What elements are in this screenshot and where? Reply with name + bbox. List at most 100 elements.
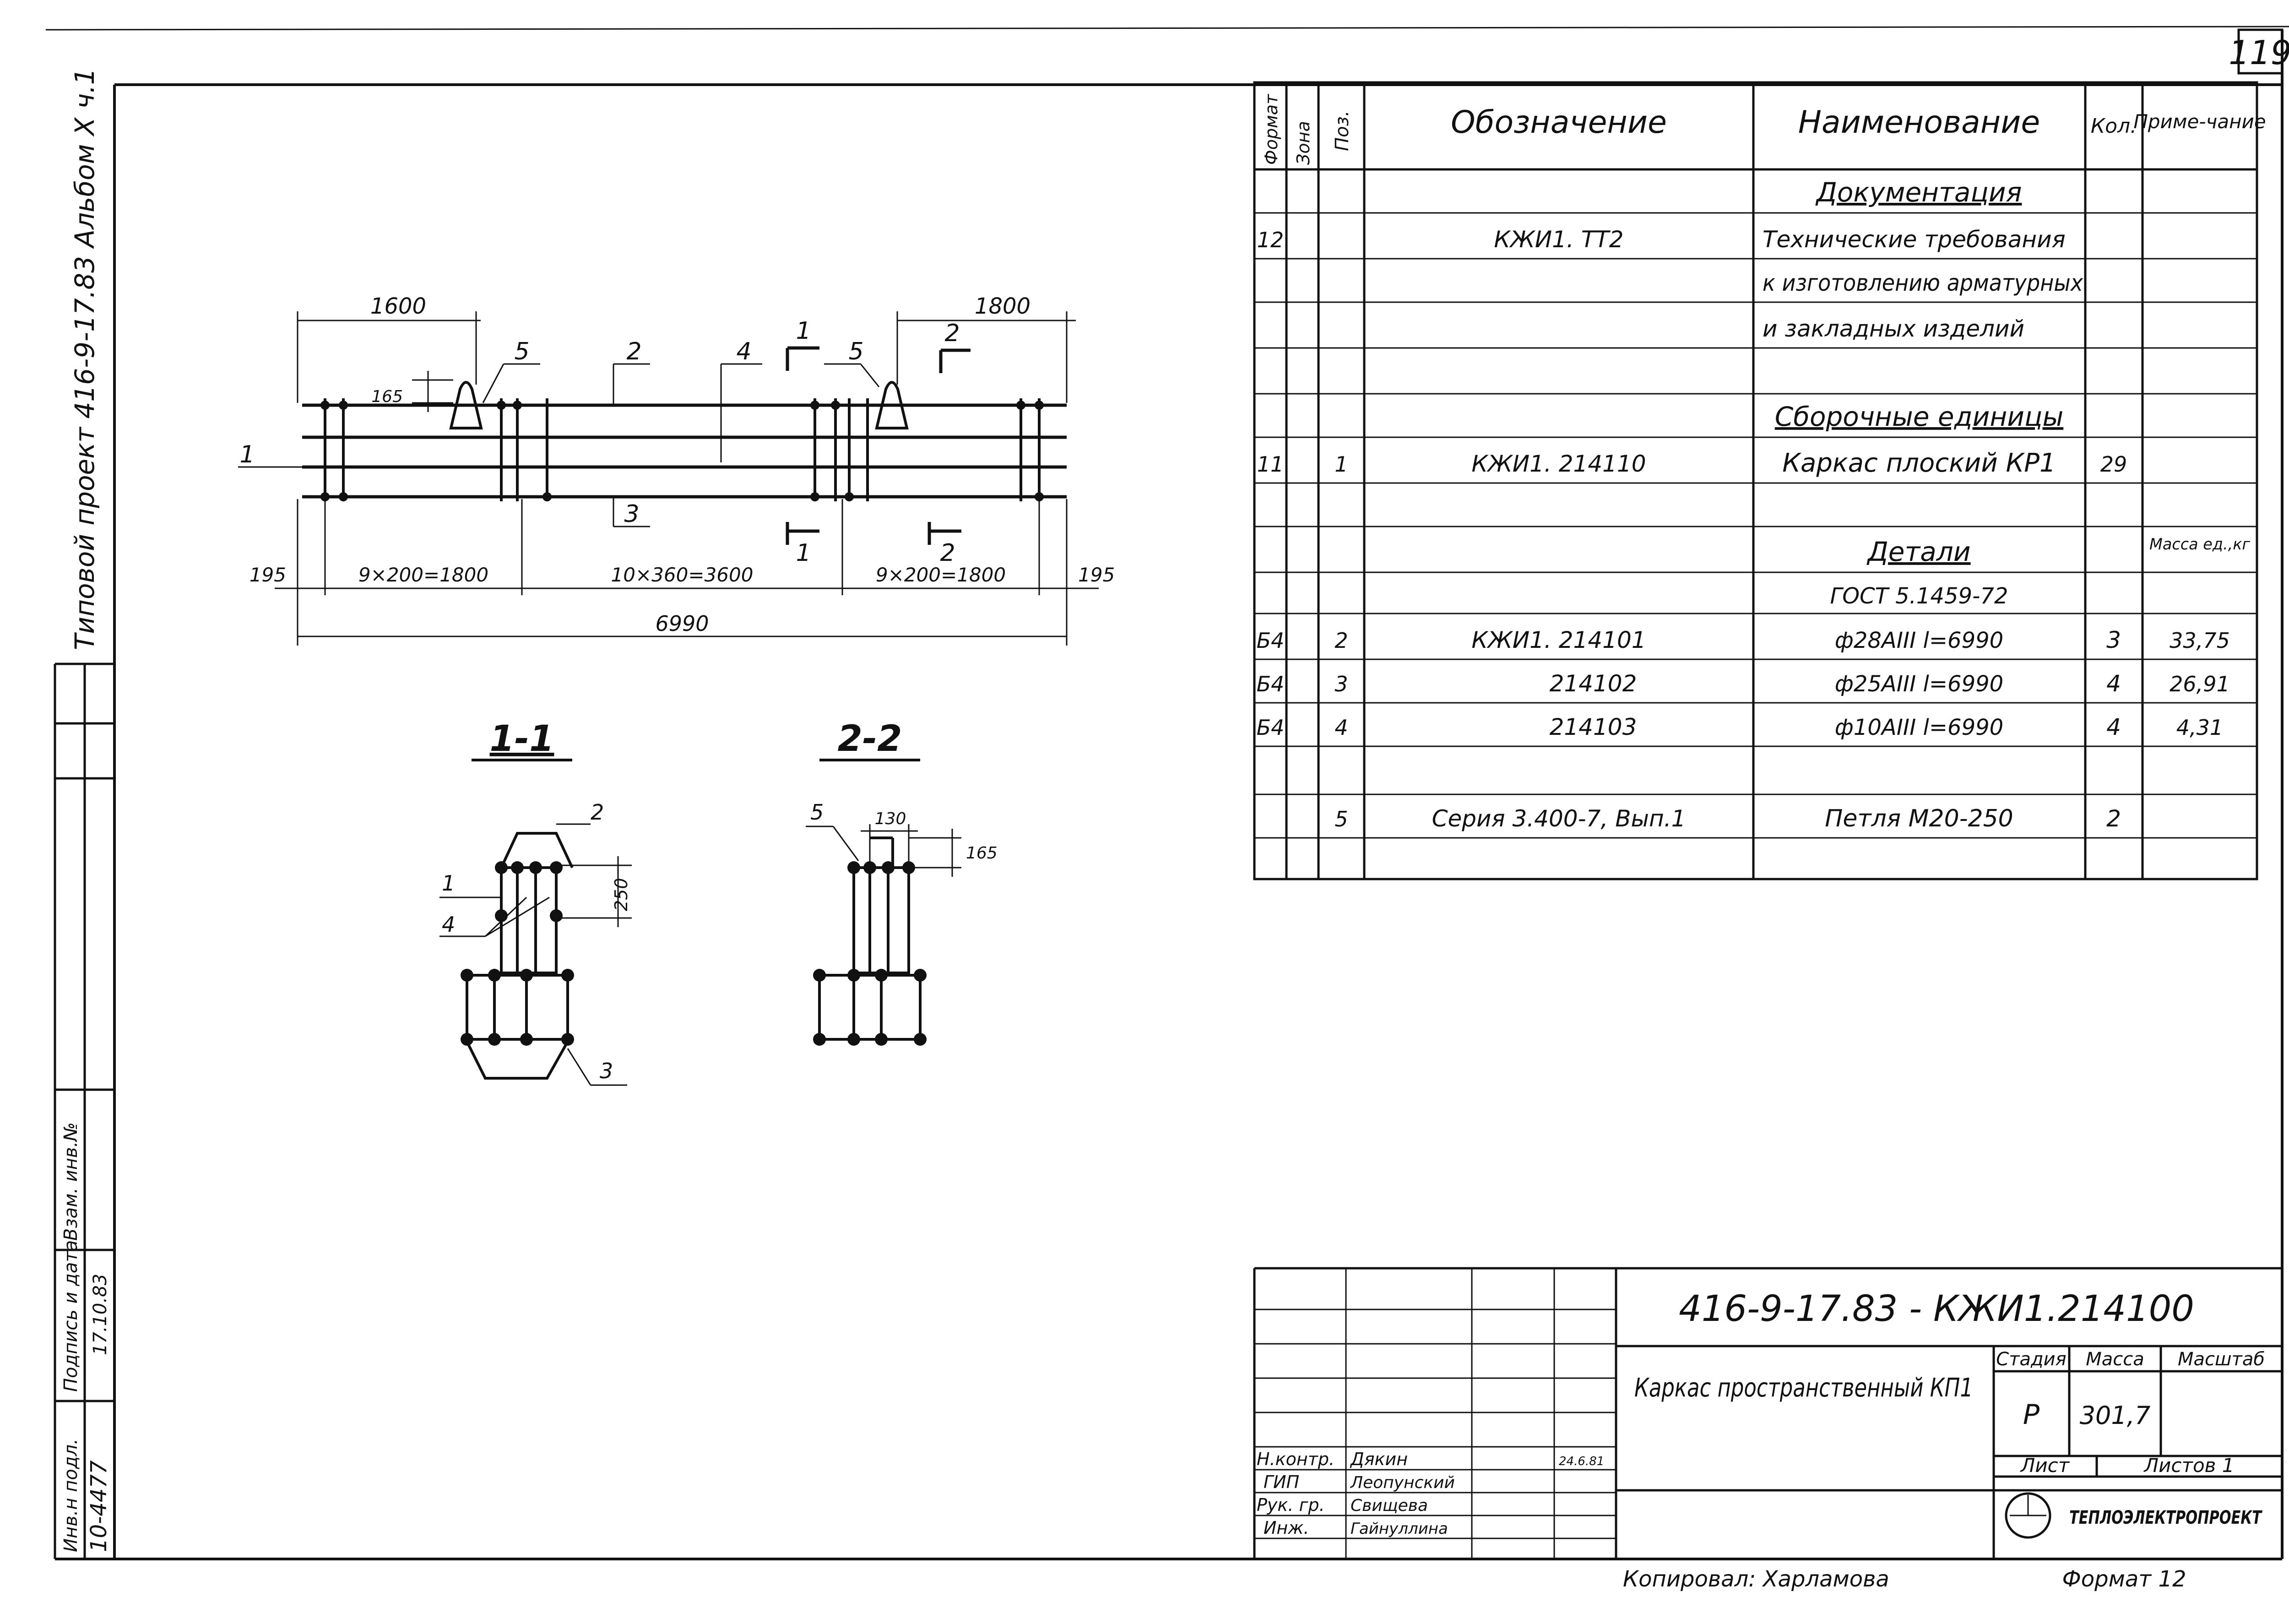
- spec-r14-designation: Серия 3.400-7, Вып.1: [1432, 805, 1686, 832]
- s1-label-4: 4: [442, 912, 455, 937]
- spec-r6-format: 11: [1257, 452, 1284, 477]
- spec-r11-qty: 4: [2106, 670, 2121, 697]
- dim-total-length: 6990: [655, 611, 709, 636]
- spec-r10-qty: 3: [2106, 627, 2121, 653]
- spec-r3-name: и закладных изделий: [1763, 315, 2024, 342]
- spec-table: Формат Зона Поз. Обозначение Наименовани…: [1253, 81, 2266, 880]
- spec-r0-name: Документация: [1815, 177, 2022, 208]
- dim-top-right: 1800: [975, 293, 1031, 319]
- project-title: Типовой проект 416-9-17.83 Альбом X ч.1: [69, 68, 100, 650]
- dim-stirrups-mid: 10×360=3600: [611, 564, 754, 586]
- section-mark-2-bottom: 2: [940, 539, 955, 567]
- spec-r12-format: Б4: [1257, 715, 1285, 740]
- pos-label-4: 4: [736, 338, 751, 365]
- signer-role-0: Н.контр.: [1257, 1449, 1334, 1469]
- s1-label-1: 1: [442, 871, 455, 896]
- sheet-label: Лист: [2020, 1454, 2070, 1477]
- hdr-designation: Обозначение: [1451, 104, 1667, 141]
- left-margin-stamp: Типовой проект 416-9-17.83 Альбом X ч.1 …: [54, 68, 114, 1559]
- sheet-frame: [45, 26, 2289, 1560]
- signer-role-2: Рук. гр.: [1257, 1495, 1325, 1515]
- s1-label-3: 3: [600, 1059, 613, 1083]
- stamp-label-replace: Взам. инв.№: [60, 1122, 81, 1241]
- spec-r12-note: 4,31: [2176, 715, 2223, 740]
- section-mark-1-bottom: 1: [796, 539, 811, 567]
- spec-r8-name: Детали: [1866, 536, 1970, 567]
- mass-value: 301,7: [2080, 1401, 2151, 1430]
- spec-r12-qty: 4: [2106, 714, 2121, 740]
- spec-r1-name: Технические требования: [1763, 226, 2066, 253]
- section-2-2-title: 2-2: [838, 718, 902, 760]
- spec-r9-name: ГОСТ 5.1459-72: [1830, 583, 2008, 609]
- signature-grid: [1254, 1268, 1616, 1559]
- section-mark-1-top: 1: [796, 317, 811, 345]
- spec-r14-name: Петля М20-250: [1825, 805, 2013, 832]
- spec-r10-pos: 2: [1334, 628, 1348, 653]
- stamp-label-inv: Инв.н подл.: [60, 1439, 81, 1552]
- spec-r11-designation: 214102: [1550, 670, 1637, 697]
- pos-label-3: 3: [624, 500, 639, 528]
- stamp-date: 17.10.83: [90, 1274, 111, 1355]
- signer-name-1: Леопунский: [1350, 1473, 1455, 1492]
- signer-date-0: 24.6.81: [1559, 1455, 1604, 1468]
- mass-label: Масса: [2086, 1349, 2144, 1370]
- title-block: 416-9-17.83 - КЖИ1.214100 Каркас простра…: [1253, 1267, 2282, 1592]
- spec-r10-designation: КЖИ1. 214101: [1471, 627, 1646, 653]
- hdr-pos: Поз.: [1332, 110, 1353, 151]
- pos-label-1: 1: [239, 441, 255, 468]
- spec-r1-designation: КЖИ1. ТТ2: [1494, 226, 1623, 253]
- s1-dim-250: 250: [611, 878, 631, 911]
- hdr-name: Наименование: [1798, 104, 2040, 141]
- dim-end-right: 195: [1078, 564, 1115, 586]
- s2-dim-165: 165: [966, 844, 998, 863]
- spec-r2-name: к изготовлению арматурных: [1763, 270, 2083, 296]
- spec-r12-designation: 214103: [1550, 714, 1637, 740]
- spec-r10-note: 33,75: [2170, 628, 2230, 653]
- spec-r14-pos: 5: [1334, 807, 1348, 831]
- copied-by: Копировал: Харламова: [1623, 1566, 1889, 1592]
- signer-name-2: Свищева: [1351, 1496, 1428, 1515]
- section-2-2: 2-2 130: [806, 718, 998, 1046]
- spec-r11-note: 26,91: [2170, 672, 2230, 696]
- org-logo-icon: [2005, 1492, 2051, 1539]
- spec-r10-name: ф28АIII l=6990: [1835, 628, 2003, 653]
- spec-r12-name: ф10АIII l=6990: [1835, 715, 2003, 740]
- dim-165: 165: [371, 387, 403, 406]
- spec-r10-format: Б4: [1257, 628, 1285, 653]
- spec-r6-pos: 1: [1334, 452, 1348, 477]
- dim-top-left: 1600: [370, 293, 426, 319]
- stirrups: [324, 398, 1041, 501]
- signer-name-0: Дякин: [1350, 1449, 1408, 1469]
- hdr-qty: Кол.: [2091, 114, 2137, 138]
- sheet-number: 119: [2229, 33, 2289, 72]
- lifting-loops: [449, 381, 909, 429]
- spec-r1-format: 12: [1257, 228, 1284, 252]
- hdr-format: Формат: [1261, 93, 1281, 165]
- spec-r11-pos: 3: [1334, 672, 1348, 696]
- signer-role-3: Инж.: [1264, 1518, 1309, 1538]
- stage-label: Стадия: [1996, 1349, 2066, 1370]
- scale-label: Масштаб: [2178, 1349, 2265, 1370]
- spec-r6-qty: 29: [2100, 452, 2127, 477]
- spec-r8-note: Масса ед.,кг: [2149, 535, 2251, 554]
- spec-r11-format: Б4: [1257, 672, 1285, 696]
- frame-elevation: 1600 1800 165 5 2 4 5 1 3 1 2 1 2: [238, 293, 1115, 646]
- hdr-zone: Зона: [1293, 121, 1313, 165]
- section-1-1: 1-1: [439, 718, 632, 1086]
- spec-r14-qty: 2: [2106, 805, 2121, 832]
- drawing-title: Каркас пространственный КП1: [1634, 1373, 1973, 1403]
- s2-label-5: 5: [810, 800, 824, 825]
- signer-name-3: Гайнуллина: [1351, 1520, 1448, 1538]
- section-mark-2-top: 2: [944, 320, 960, 347]
- weld-points: [320, 401, 1044, 501]
- sheets-label: Листов 1: [2143, 1454, 2235, 1477]
- dim-stirrups-left: 9×200=1800: [358, 564, 488, 586]
- pos-label-5a: 5: [514, 338, 529, 365]
- document-code: 416-9-17.83 - КЖИ1.214100: [1679, 1288, 2194, 1330]
- spec-row-lines: [1254, 212, 2257, 839]
- spec-r12-pos: 4: [1334, 715, 1348, 740]
- spec-r6-name: Каркас плоский КР1: [1782, 448, 2056, 478]
- inv-number: 10-4477: [86, 1460, 112, 1552]
- dim-end-left: 195: [250, 564, 286, 586]
